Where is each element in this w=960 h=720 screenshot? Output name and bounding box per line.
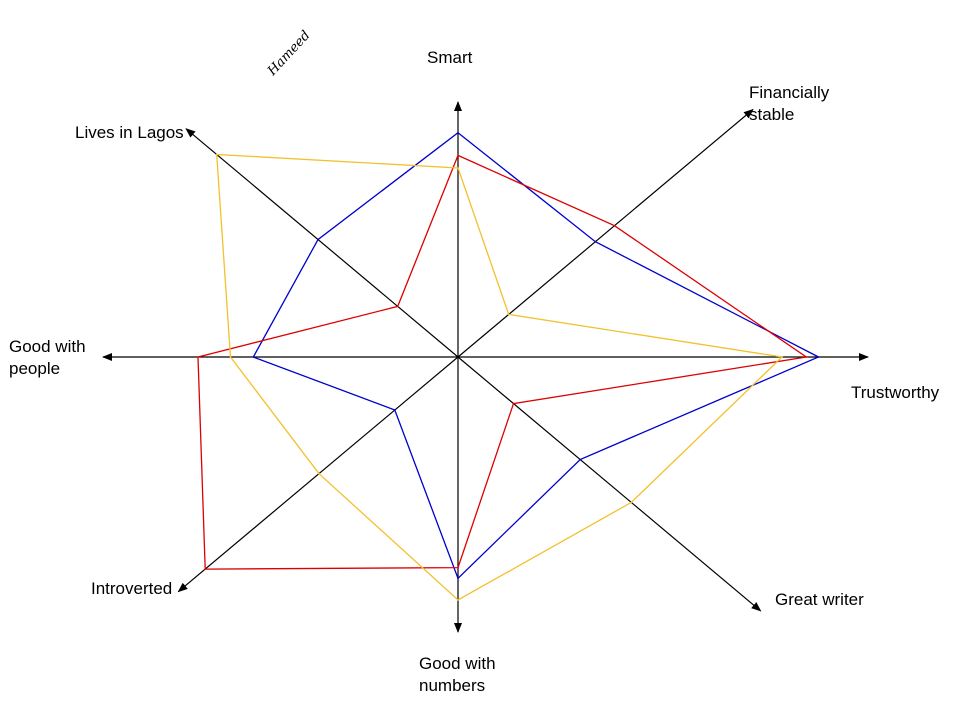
axis-label-trustworthy: Trustworthy xyxy=(851,383,940,402)
series-polygon-2 xyxy=(197,154,809,570)
series-polygon-3 xyxy=(216,153,784,601)
series-3-point-great_writer xyxy=(630,501,633,504)
series-3-point-good_with_people xyxy=(229,356,232,358)
series-1-point-lives_in_lagos xyxy=(317,238,319,241)
axis-line-introverted xyxy=(177,356,459,593)
series-2-point-financially_stable xyxy=(613,224,616,227)
series-1-point-good_with_people xyxy=(252,356,255,358)
series-2-point-good_with_numbers xyxy=(457,566,459,569)
series-1-point-good_with_numbers xyxy=(457,577,459,580)
series-3-point-smart xyxy=(457,167,459,169)
series-1-point-smart xyxy=(457,131,459,134)
series-polygon-1 xyxy=(252,131,821,580)
signature-text: Hameed xyxy=(264,28,313,79)
series-1-point-trustworthy xyxy=(817,356,820,358)
series-2-point-smart xyxy=(457,154,459,157)
series-3-point-good_with_numbers xyxy=(457,599,459,601)
axis-line-financially_stable xyxy=(457,108,754,358)
series-3-point-introverted xyxy=(318,472,320,475)
series-1-point-introverted xyxy=(394,409,396,411)
axis-label-great_writer: Great writer xyxy=(775,590,864,609)
series-2-point-trustworthy xyxy=(805,356,808,358)
axis-label-lives_in_lagos: Lives in Lagos xyxy=(75,123,184,142)
series-1-point-great_writer xyxy=(579,458,581,461)
series-2-point-good_with_people xyxy=(197,356,199,358)
axis-line-lives_in_lagos xyxy=(185,128,459,358)
series-3-point-trustworthy xyxy=(781,356,783,358)
axis-line-great_writer xyxy=(457,356,762,612)
axis-label-smart: Smart xyxy=(427,48,473,67)
series-2-point-introverted xyxy=(204,568,206,570)
axis-label-introverted: Introverted xyxy=(91,579,172,598)
series-3-point-financially_stable xyxy=(507,313,510,316)
series-1-point-financially_stable xyxy=(594,240,597,243)
series-3-point-lives_in_lagos xyxy=(215,153,218,156)
series-2-point-great_writer xyxy=(512,402,515,405)
series-2-point-lives_in_lagos xyxy=(396,305,399,308)
